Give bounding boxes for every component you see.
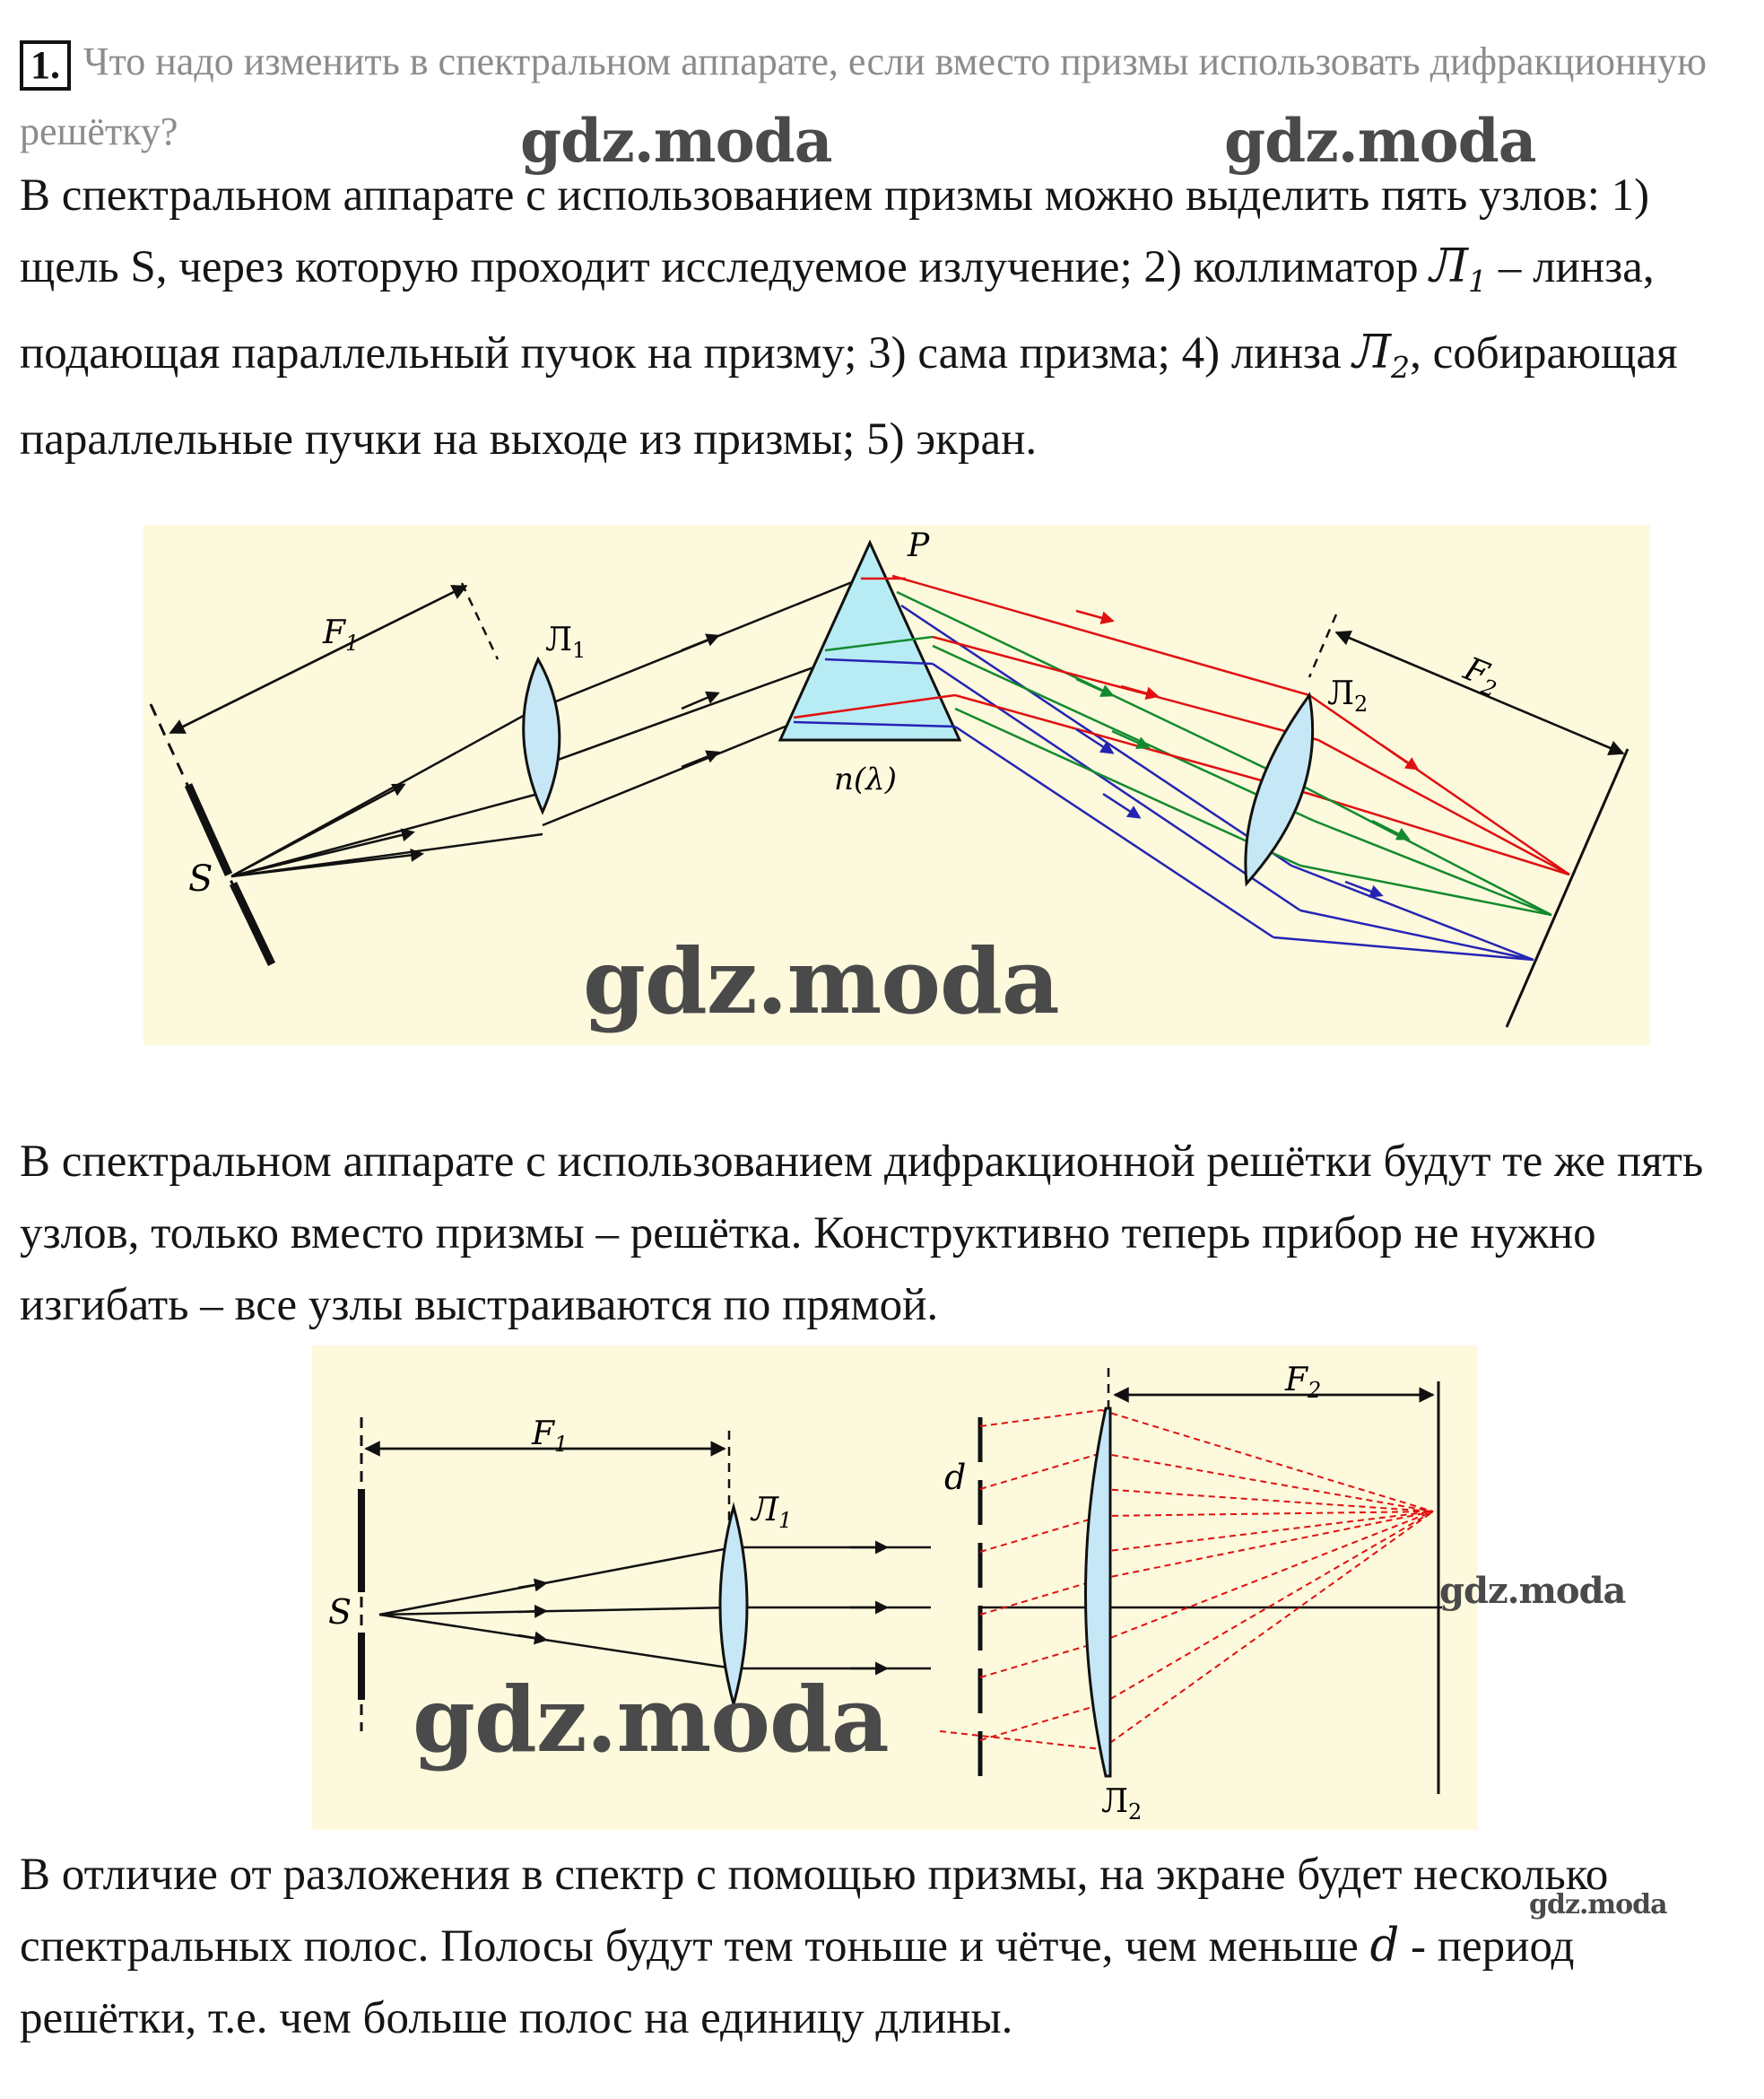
slit: [229, 882, 276, 966]
screen: [1505, 748, 1629, 1028]
label-F1: F1: [531, 1415, 568, 1457]
question-number: 1.: [20, 39, 71, 91]
label-F2: F2: [1284, 1362, 1321, 1403]
watermark: gdz.moda: [1224, 106, 1537, 176]
paragraph-prism-nodes: В спектральном аппарате с использованием…: [20, 160, 1751, 475]
prism: [778, 539, 962, 742]
period-symbol: d: [1369, 1920, 1400, 1973]
slit: [184, 783, 233, 876]
label-S: S: [188, 858, 213, 900]
watermark: gdz.moda: [413, 1667, 890, 1772]
label-L2: Л2: [1101, 1783, 1142, 1825]
watermark: gdz.moda: [583, 928, 1060, 1034]
lens-L1: [522, 656, 561, 815]
watermark: gdz.moda: [520, 106, 833, 176]
label-L1: Л1: [750, 1492, 792, 1533]
label-F1: F1: [322, 614, 359, 656]
paragraph-text: – линза, подающая параллельный пучок на …: [20, 242, 1655, 379]
label-L1: Л1: [545, 622, 586, 663]
paragraph-grating-spectrum: В отличие от разложения в спектр с помощ…: [20, 1839, 1751, 2054]
paragraph-grating-nodes: В спектральном аппарате с использованием…: [20, 1137, 1704, 1330]
paragraph-text: - период решётки, т.е. чем больше полос …: [20, 1921, 1575, 2043]
paragraph-text: В спектральном аппарате с использованием…: [20, 170, 1650, 292]
diagram-background: [312, 1346, 1478, 1830]
watermark: gdz.moda: [1439, 1570, 1626, 1612]
lens-L2: [1244, 692, 1315, 887]
grating-spectrometer-diagram: S F1 Л1 d: [312, 1346, 1478, 1830]
label-L2: Л2: [1327, 675, 1368, 717]
watermark: gdz.moda: [1529, 1889, 1668, 1920]
label-S: S: [328, 1592, 352, 1632]
label-n-lambda: n(λ): [834, 762, 897, 797]
label-d: d: [944, 1458, 966, 1497]
label-P: P: [907, 527, 930, 564]
question: 1.Что надо изменить в спектральном аппар…: [20, 27, 1742, 167]
prism-spectrometer-diagram: S F1 Л1 P n(λ): [143, 525, 1650, 1045]
lens-L2: [1084, 1407, 1112, 1778]
paragraph-text: В отличие от разложения в спектр с помощ…: [20, 1850, 1609, 1972]
lens-symbol: Л1: [1429, 240, 1488, 300]
lens-L1: [718, 1502, 749, 1710]
lens-symbol: Л2: [1352, 327, 1411, 386]
paragraph-text: , собирающая параллельные пучки на выход…: [20, 328, 1678, 466]
question-text: Что надо изменить в спектральном аппарат…: [20, 39, 1707, 153]
